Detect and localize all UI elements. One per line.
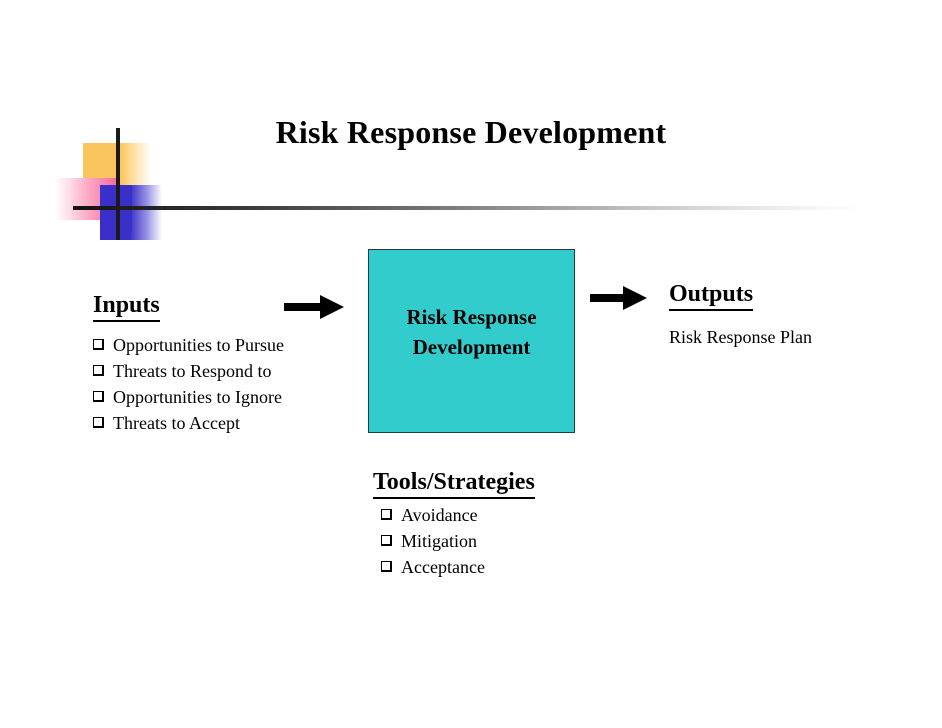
list-item: Threats to Accept xyxy=(93,410,348,436)
tools-section: Tools/Strategies Avoidance Mitigation Ac… xyxy=(373,469,633,580)
square-bullet-icon xyxy=(93,364,104,376)
page-title: Risk Response Development xyxy=(275,114,667,150)
square-bullet-icon xyxy=(93,338,104,350)
square-bullet-icon xyxy=(381,561,392,573)
inputs-section: Inputs Opportunities to Pursue Threats t… xyxy=(93,292,348,436)
square-bullet-icon xyxy=(93,391,104,403)
inputs-list: Opportunities to Pursue Threats to Respo… xyxy=(93,332,348,436)
inputs-item-label: Threats to Respond to xyxy=(113,360,272,381)
square-bullet-icon xyxy=(381,534,392,546)
header-decoration xyxy=(55,128,305,243)
decoration-vertical-rule xyxy=(116,128,120,240)
outputs-section: Outputs Risk Response Plan xyxy=(669,281,919,348)
process-box: Risk Response Development xyxy=(368,249,575,433)
square-bullet-icon xyxy=(93,417,104,429)
output-flow-arrow-icon xyxy=(590,283,650,318)
tools-item-label: Acceptance xyxy=(401,557,485,578)
tools-heading: Tools/Strategies xyxy=(373,469,535,499)
tools-item-label: Mitigation xyxy=(401,530,477,551)
inputs-item-label: Threats to Accept xyxy=(113,413,240,434)
outputs-heading: Outputs xyxy=(669,281,754,311)
header-horizontal-rule xyxy=(73,206,863,210)
outputs-item-label: Risk Response Plan xyxy=(669,326,813,347)
process-label-line2: Development xyxy=(412,335,531,359)
list-item: Threats to Respond to xyxy=(93,358,348,384)
list-item: Opportunities to Pursue xyxy=(93,332,348,358)
input-flow-arrow-icon xyxy=(284,292,346,327)
square-bullet-icon xyxy=(381,508,392,520)
list-item: Opportunities to Ignore xyxy=(93,384,348,410)
inputs-item-label: Opportunities to Pursue xyxy=(113,334,284,355)
tools-list: Avoidance Mitigation Acceptance xyxy=(373,502,633,580)
inputs-item-label: Opportunities to Ignore xyxy=(113,387,282,408)
tools-item-label: Avoidance xyxy=(401,504,478,525)
process-box-label: Risk Response Development xyxy=(406,302,536,381)
process-label-line1: Risk Response xyxy=(406,304,537,329)
list-item: Acceptance xyxy=(373,554,633,580)
inputs-heading: Inputs xyxy=(93,292,160,322)
list-item: Mitigation xyxy=(373,528,633,554)
list-item: Avoidance xyxy=(373,502,633,528)
